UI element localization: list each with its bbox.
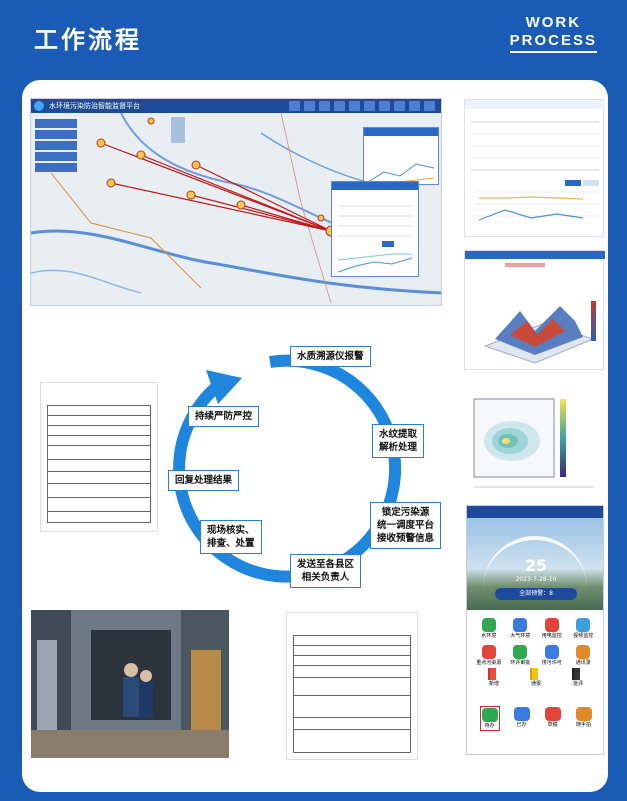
map-sidebar-item[interactable] bbox=[35, 152, 77, 161]
step-extract: 水纹提取解析处理 bbox=[372, 424, 425, 458]
app-grid-item[interactable]: 重点污染源 bbox=[473, 645, 505, 666]
gauge-number: 25 bbox=[524, 556, 548, 575]
app-grid-item[interactable]: 大气环境 bbox=[505, 618, 537, 639]
app-grid-item[interactable]: 环评审批 bbox=[505, 645, 537, 666]
doc-table bbox=[293, 635, 411, 753]
phone-date: 2023-7-28-10 bbox=[515, 576, 557, 583]
doc-title bbox=[287, 619, 417, 625]
todo-icon bbox=[481, 708, 498, 722]
flag-item[interactable]: 新增 bbox=[488, 668, 500, 687]
map-sidebar-item[interactable] bbox=[35, 141, 77, 150]
nav-icon bbox=[394, 101, 405, 111]
map-logo-icon bbox=[34, 101, 44, 111]
draft-icon bbox=[544, 707, 561, 721]
step-send-county: 发送至各县区相关负责人 bbox=[290, 554, 362, 588]
flag-item[interactable]: 通报 bbox=[530, 668, 542, 687]
phone-banner-image: 25 2023-7-28-10 全部预警：8 bbox=[467, 518, 603, 610]
site-inspection-photo bbox=[31, 610, 229, 758]
nav-icon bbox=[289, 101, 300, 111]
phone-status-bar bbox=[467, 506, 603, 518]
title-underline bbox=[509, 51, 597, 53]
app-grid-item[interactable]: 排污许可 bbox=[536, 645, 568, 666]
map-sidebar-item[interactable] bbox=[35, 130, 77, 139]
app-grid-item[interactable]: 视频监控 bbox=[568, 618, 600, 639]
permit-icon bbox=[544, 645, 559, 659]
contacts-icon bbox=[576, 645, 591, 659]
app-grid-item[interactable]: 水环境 bbox=[473, 618, 505, 639]
bottom-actions: 待办 已办 草稿 随手拍 bbox=[473, 706, 599, 731]
done-button[interactable]: 已办 bbox=[513, 706, 531, 731]
app-grid-item[interactable]: 用电监控 bbox=[536, 618, 568, 639]
flag-item[interactable]: 批评 bbox=[572, 668, 584, 687]
flag-row: 新增 通报 批评 bbox=[473, 668, 599, 687]
done-icon bbox=[513, 707, 530, 721]
step-alarm: 水质溯源仪报警 bbox=[290, 346, 371, 367]
map-nav bbox=[289, 101, 435, 111]
monitor-chart-panel bbox=[464, 99, 605, 237]
video-icon bbox=[576, 618, 591, 632]
step-control: 持续严防严控 bbox=[188, 406, 260, 427]
nav-icon bbox=[364, 101, 375, 111]
snapshot-button[interactable]: 随手拍 bbox=[575, 706, 593, 731]
nav-icon bbox=[424, 101, 435, 111]
map-sidebar-item[interactable] bbox=[35, 163, 77, 172]
task-document-2 bbox=[286, 612, 418, 760]
top-banner bbox=[0, 0, 627, 80]
english-title-line2: PROCESS bbox=[509, 32, 597, 49]
map-popup bbox=[331, 181, 419, 277]
nav-icon bbox=[334, 101, 345, 111]
black-flag-icon bbox=[572, 668, 584, 680]
step-reply: 回复处理结果 bbox=[168, 470, 240, 491]
doc-table bbox=[47, 405, 151, 523]
doc-title bbox=[41, 389, 157, 395]
air-icon bbox=[513, 618, 528, 632]
approval-icon bbox=[513, 645, 528, 659]
step-verify: 现场核实、排查、处置 bbox=[200, 520, 262, 554]
3d-surface-chart bbox=[464, 250, 605, 370]
draft-button[interactable]: 草稿 bbox=[544, 706, 562, 731]
map-popup bbox=[363, 127, 439, 187]
app-grid-item[interactable]: 通讯录 bbox=[568, 645, 600, 666]
todo-button[interactable]: 待办 bbox=[479, 706, 500, 731]
map-sidebar bbox=[35, 119, 77, 174]
english-title-line1: WORK bbox=[525, 14, 582, 31]
yellow-flag-icon bbox=[530, 668, 542, 680]
map-screenshot: 水环境污染防治智能监督平台 bbox=[30, 98, 442, 306]
task-document-1 bbox=[40, 382, 158, 532]
map-title: 水环境污染防治智能监督平台 bbox=[49, 102, 140, 110]
contour-chart bbox=[464, 395, 604, 495]
pollution-icon bbox=[481, 645, 496, 659]
mobile-app-screenshot: 25 2023-7-28-10 全部预警：8 水环境 大气环境 用电监控 视频监… bbox=[466, 505, 604, 755]
gauge-arc bbox=[483, 536, 587, 588]
map-sidebar-item[interactable] bbox=[35, 119, 77, 128]
power-icon bbox=[544, 618, 559, 632]
page-title: 工作流程 bbox=[34, 26, 142, 54]
map-header: 水环境污染防治智能监督平台 bbox=[31, 99, 441, 113]
camera-icon bbox=[575, 707, 592, 721]
app-grid: 水环境 大气环境 用电监控 视频监控 重点污染源 环评审批 排污许可 通讯录 bbox=[473, 618, 599, 666]
english-title: WORK PROCESS bbox=[509, 14, 597, 53]
nav-icon bbox=[349, 101, 360, 111]
nav-icon bbox=[409, 101, 420, 111]
nav-icon bbox=[304, 101, 315, 111]
step-lock-source: 锁定污染源统一调度平台接收预警信息 bbox=[370, 502, 442, 549]
water-icon bbox=[481, 618, 496, 632]
red-flag-icon bbox=[488, 668, 500, 680]
nav-icon bbox=[379, 101, 390, 111]
warning-count[interactable]: 全部预警：8 bbox=[495, 588, 577, 600]
nav-icon bbox=[319, 101, 330, 111]
